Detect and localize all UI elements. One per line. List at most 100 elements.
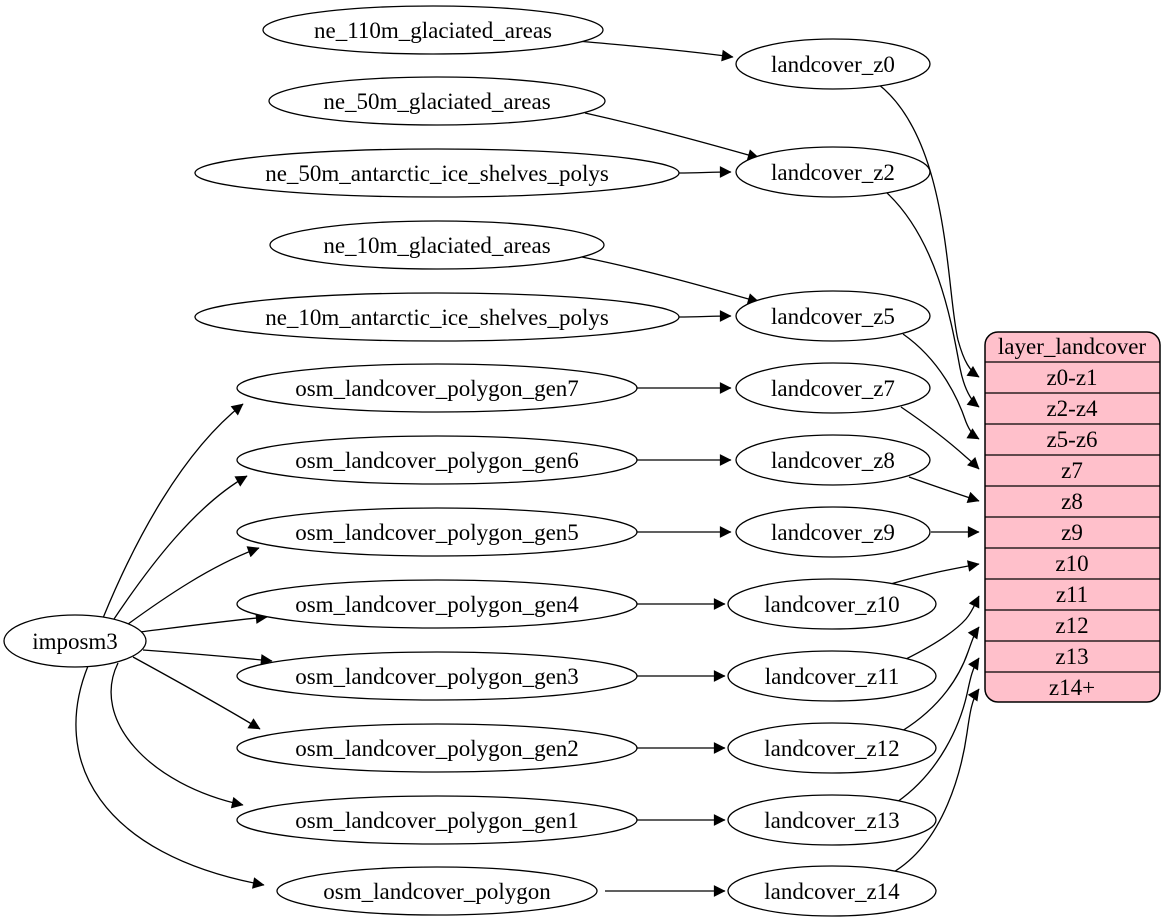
node-ellipse [735,290,931,342]
imposm3-ellipse [3,614,147,668]
node-label: osm_landcover_polygon_gen1 [295,808,579,833]
node-label: osm_landcover_polygon_gen4 [295,592,579,617]
node-osm_landcover_polygon_gen6: osm_landcover_polygon_gen6 [236,435,638,485]
node-ellipse [236,795,638,845]
edge-imposm3-osm_landcover_polygon_gen5 [123,546,260,628]
edge-ne_110m_glaciated_areas-landcover_z0 [576,40,734,62]
table-row-z9: z9 [1061,520,1083,545]
imposm3-label: imposm3 [32,629,118,654]
table-row-z11: z11 [1056,582,1088,607]
edge-imposm3-osm_landcover_polygon_gen2 [132,656,261,730]
layer-view-nodes: landcover_z0 landcover_z2 landcover_z5 l… [727,38,937,917]
node-label: landcover_z14 [764,879,900,904]
node-label: ne_50m_antarctic_ice_shelves_polys [265,161,609,186]
node-ellipse [236,363,638,413]
node-ellipse [727,865,937,917]
edge-ne_50m_glaciated_areas-landcover_z2 [584,112,760,161]
edge-imposm3-osm_landcover_polygon_gen3 [142,649,273,666]
node-landcover_z12: landcover_z12 [727,722,937,774]
node-label: landcover_z0 [771,52,895,77]
node-osm_landcover_polygon_gen4: osm_landcover_polygon_gen4 [236,579,638,629]
node-ellipse [194,292,680,342]
node-label: landcover_z12 [764,736,899,761]
node-ellipse [236,435,638,485]
node-label: ne_10m_glaciated_areas [323,233,550,258]
node-ellipse [262,5,604,55]
node-label: osm_landcover_polygon_gen7 [295,376,579,401]
node-landcover_z11: landcover_z11 [727,650,937,702]
edge-landcover_z2-row-z2-z4 [885,191,980,408]
node-label: osm_landcover_polygon [323,879,551,904]
node-ellipse [194,148,680,198]
table-row-z10: z10 [1055,551,1088,576]
node-ne_50m_antarctic_ice_shelves_polys: ne_50m_antarctic_ice_shelves_polys [194,148,680,198]
node-label: landcover_z8 [771,448,895,473]
edge-imposm3-osm_landcover_polygon_gen1 [110,662,244,809]
node-osm_landcover_polygon_gen1: osm_landcover_polygon_gen1 [236,795,638,845]
edge-landcover_z14-row-z14plus [891,688,980,874]
table-layer-landcover: layer_landcover z0-z1 z2-z4 z5-z6 z7 z8 … [984,331,1161,703]
node-label: landcover_z11 [765,664,900,689]
node-ellipse [735,146,931,198]
table-row-z12: z12 [1055,613,1088,638]
edge-landcover_z8-row-z8 [908,476,980,504]
table-row-z13: z13 [1055,644,1088,669]
edge-landcover_z13-row-z13 [896,657,980,803]
edge-imposm3-osm_landcover_polygon_gen4 [139,612,268,633]
node-osm_landcover_polygon_gen2: osm_landcover_polygon_gen2 [236,723,638,773]
node-landcover_z13: landcover_z13 [727,794,937,846]
node-ellipse [236,579,638,629]
node-ellipse [735,38,931,90]
node-landcover_z7: landcover_z7 [735,362,931,414]
node-osm_landcover_polygon_gen7: osm_landcover_polygon_gen7 [236,363,638,413]
node-label: landcover_z9 [771,520,895,545]
edge-landcover_z11-row-z11 [905,595,980,660]
table-row-z8: z8 [1061,489,1083,514]
edge-landcover_z12-row-z12 [901,626,980,732]
node-ellipse [727,650,937,702]
node-label: ne_50m_glaciated_areas [323,89,550,114]
node-ellipse [236,723,638,773]
node-osm_landcover_polygon_gen3: osm_landcover_polygon_gen3 [236,651,638,701]
node-landcover_z14: landcover_z14 [727,865,937,917]
node-ellipse [735,506,931,558]
node-label: landcover_z10 [764,592,899,617]
node-ellipse [735,434,931,486]
node-osm_landcover_polygon_gen5: osm_landcover_polygon_gen5 [236,507,638,557]
edge-ne_10m_antarctic_ice_shelves_polys-landcover_z5 [678,310,732,322]
node-landcover_z5: landcover_z5 [735,290,931,342]
edge-landcover_z5-row-z5-z6 [902,333,980,440]
edge-landcover_z7-row-z7 [900,406,980,470]
edge-landcover_z10-row-z10 [886,560,980,586]
node-label: osm_landcover_polygon_gen3 [295,664,579,689]
edge-ne_10m_glaciated_areas-landcover_z5 [581,256,760,305]
node-landcover_z9: landcover_z9 [735,506,931,558]
table-title: layer_landcover [998,334,1146,359]
node-ellipse [236,507,638,557]
edge-landcover_z0-row-z0-z1 [877,83,980,378]
node-label: ne_110m_glaciated_areas [314,18,552,43]
node-label: osm_landcover_polygon_gen5 [295,520,579,545]
node-osm_landcover_polygon: osm_landcover_polygon [276,866,598,916]
table-row-z5-z6: z5-z6 [1046,427,1097,452]
node-ellipse [236,651,638,701]
table-row-z2-z4: z2-z4 [1046,396,1098,421]
node-ellipse [269,220,605,270]
node-ne_110m_glaciated_areas: ne_110m_glaciated_areas [262,5,604,55]
node-landcover_z2: landcover_z2 [735,146,931,198]
node-ellipse [727,794,937,846]
node-ellipse [735,362,931,414]
node-ellipse [727,722,937,774]
edges [75,40,980,897]
node-ne_50m_glaciated_areas: ne_50m_glaciated_areas [268,76,606,126]
node-label: landcover_z2 [771,160,895,185]
table-row-z7: z7 [1061,458,1083,483]
node-ne_10m_antarctic_ice_shelves_polys: ne_10m_antarctic_ice_shelves_polys [194,292,680,342]
node-label: landcover_z7 [771,376,895,401]
node-ellipse [276,866,598,916]
node-ellipse [727,578,937,630]
node-landcover_z8: landcover_z8 [735,434,931,486]
edge-imposm3-osm_landcover_polygon [75,665,265,889]
